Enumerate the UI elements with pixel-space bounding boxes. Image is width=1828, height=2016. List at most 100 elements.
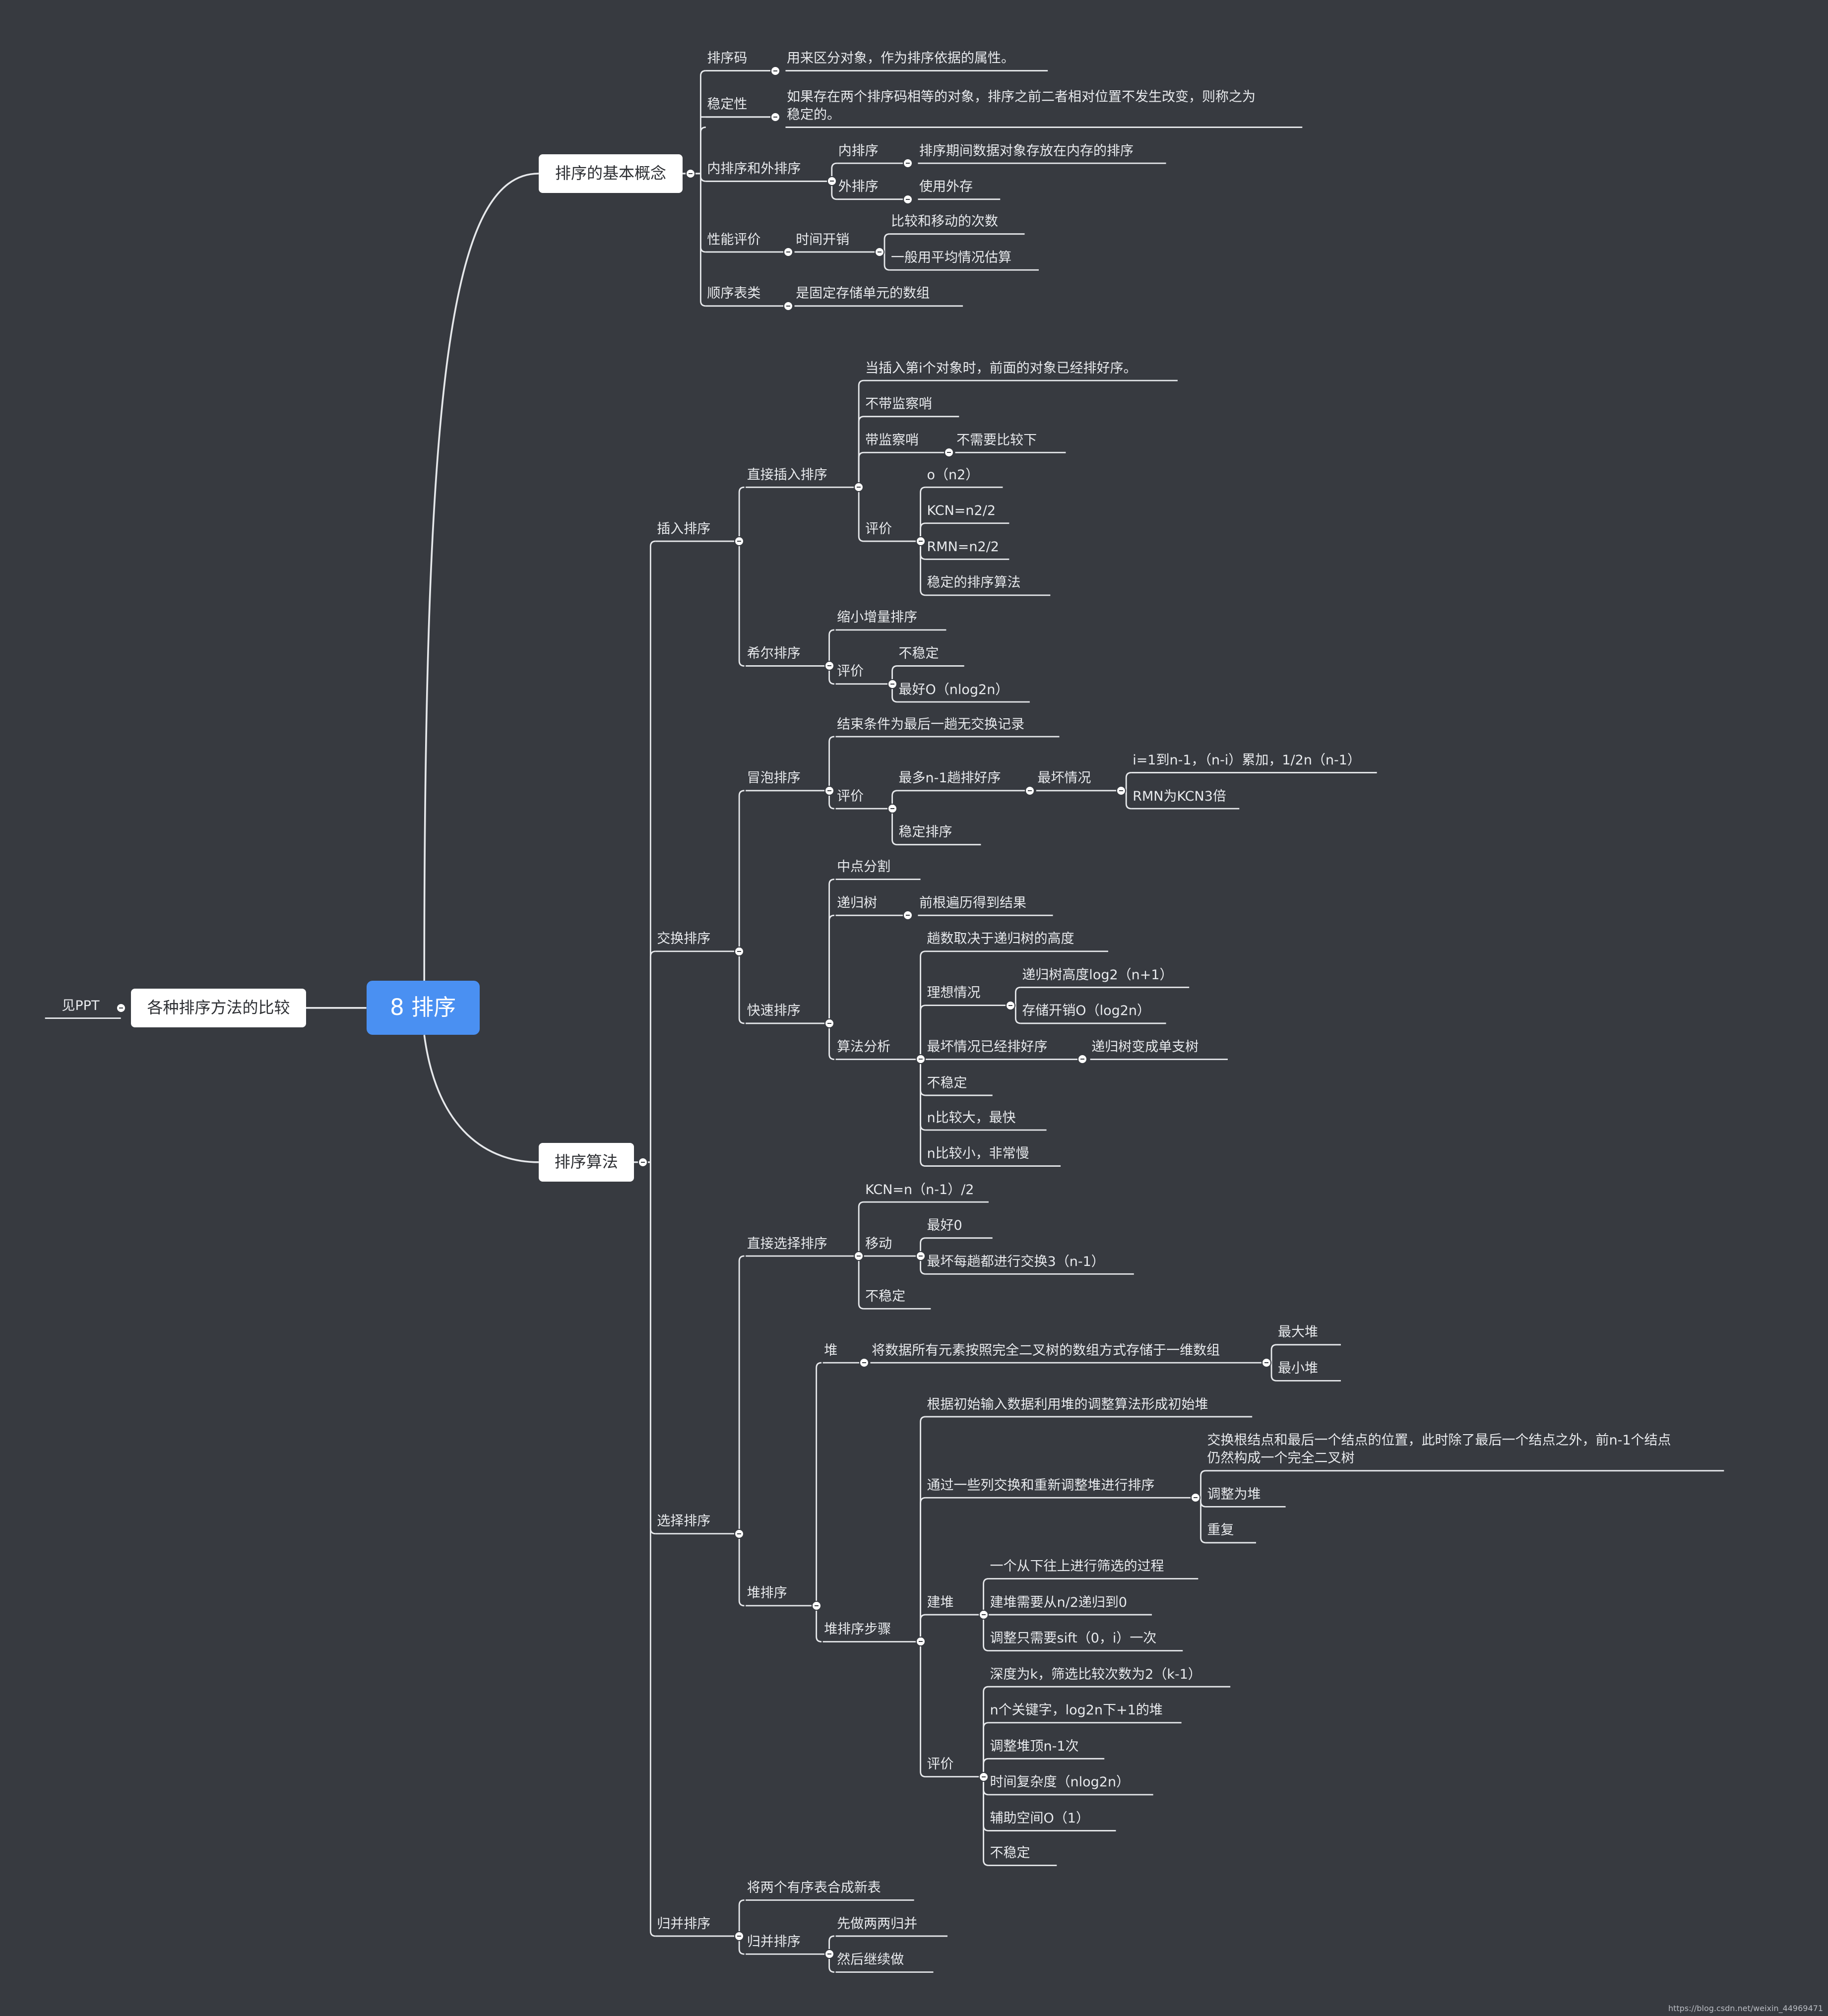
- node-quick-sort[interactable]: 快速排序: [747, 1003, 801, 1019]
- node-quick-tree[interactable]: 递归树: [837, 895, 878, 911]
- collapse-toggle-icon[interactable]: [770, 65, 780, 76]
- node-select-kcn[interactable]: KCN=n（n-1）/2: [865, 1182, 974, 1197]
- node-min-heap[interactable]: 最小堆: [1278, 1360, 1319, 1376]
- node-external-sort-desc[interactable]: 使用外存: [919, 179, 973, 195]
- node-bubble-rmn[interactable]: RMN为KCN3倍: [1133, 788, 1226, 804]
- collapse-toggle-icon[interactable]: [887, 804, 897, 814]
- collapse-toggle-icon[interactable]: [902, 910, 913, 921]
- node-heap-unstable[interactable]: 不稳定: [990, 1845, 1030, 1861]
- collapse-toggle-icon[interactable]: [902, 194, 913, 204]
- collapse-toggle-icon[interactable]: [887, 679, 897, 689]
- node-direct-insertion-note[interactable]: 当插入第i个对象时，前面的对象已经排好序。: [865, 360, 1137, 376]
- node-average-estimate[interactable]: 一般用平均情况估算: [890, 250, 1011, 265]
- collapse-toggle-icon[interactable]: [915, 536, 926, 547]
- node-merge-sub[interactable]: 归并排序: [747, 1934, 801, 1950]
- node-quick-mid[interactable]: 中点分割: [837, 859, 891, 875]
- collapse-toggle-icon[interactable]: [734, 946, 745, 956]
- node-quick-storage[interactable]: 存储开销O（log2n）: [1022, 1003, 1151, 1019]
- node-quick-tree-desc[interactable]: 前根遍历得到结果: [919, 895, 1026, 911]
- collapse-toggle-icon[interactable]: [854, 1251, 864, 1261]
- node-external-sort[interactable]: 外排序: [838, 179, 879, 195]
- collapse-toggle-icon[interactable]: [854, 482, 864, 493]
- collapse-toggle-icon[interactable]: [826, 176, 837, 187]
- node-in-out-sort[interactable]: 内排序和外排序: [707, 161, 801, 177]
- collapse-toggle-icon[interactable]: [685, 168, 695, 179]
- node-sort-key-desc[interactable]: 用来区分对象，作为排序依据的属性。: [787, 51, 1015, 66]
- node-quick-passes[interactable]: 趟数取决于递归树的高度: [927, 931, 1074, 947]
- node-quick-worst[interactable]: 最坏情况已经排好序: [927, 1039, 1048, 1055]
- node-heap-steps[interactable]: 堆排序步骤: [824, 1622, 891, 1638]
- node-insertion-sort[interactable]: 插入排序: [657, 521, 711, 537]
- node-eval-stable[interactable]: 稳定的排序算法: [927, 575, 1021, 591]
- branch-compare-methods[interactable]: 各种排序方法的比较: [131, 988, 306, 1027]
- node-heap-depth[interactable]: 深度为k，筛选比较次数为2（k-1）: [990, 1666, 1201, 1682]
- collapse-toggle-icon[interactable]: [944, 447, 954, 458]
- node-select-move[interactable]: 移动: [865, 1236, 892, 1252]
- node-bubble-stable[interactable]: 稳定排序: [898, 824, 952, 840]
- collapse-toggle-icon[interactable]: [978, 1610, 989, 1620]
- node-max-heap[interactable]: 最大堆: [1278, 1324, 1319, 1340]
- node-seq-list-desc[interactable]: 是固定存储单元的数组: [796, 286, 930, 302]
- collapse-toggle-icon[interactable]: [811, 1600, 821, 1611]
- node-time-cost[interactable]: 时间开销: [796, 232, 850, 248]
- node-bubble-most[interactable]: 最多n-1趟排好序: [898, 770, 1001, 786]
- node-direct-selection[interactable]: 直接选择排序: [747, 1236, 827, 1252]
- node-quick-small-n[interactable]: n比较小，非常慢: [927, 1146, 1029, 1162]
- collapse-toggle-icon[interactable]: [915, 1251, 926, 1261]
- node-no-compare[interactable]: 不需要比较下: [956, 432, 1037, 448]
- collapse-toggle-icon[interactable]: [1005, 1000, 1015, 1010]
- collapse-toggle-icon[interactable]: [1077, 1054, 1088, 1065]
- node-direct-insertion[interactable]: 直接插入排序: [747, 467, 827, 483]
- node-heap-adjust[interactable]: 调整为堆: [1207, 1486, 1261, 1502]
- root-node[interactable]: 8 排序: [366, 981, 480, 1035]
- node-shell-eval[interactable]: 评价: [837, 664, 864, 680]
- node-build-n2[interactable]: 建堆需要从n/2递归到0: [990, 1594, 1128, 1610]
- node-heap-time[interactable]: 时间复杂度（nlog2n）: [990, 1774, 1130, 1790]
- node-quick-tree-height[interactable]: 递归树高度log2（n+1）: [1022, 967, 1173, 983]
- node-heap-swap[interactable]: 通过一些列交换和重新调整堆进行排序: [927, 1477, 1155, 1493]
- collapse-toggle-icon[interactable]: [637, 1157, 648, 1167]
- collapse-toggle-icon[interactable]: [824, 785, 834, 796]
- node-heap-space[interactable]: 辅助空间O（1）: [990, 1811, 1089, 1827]
- node-selection-sort[interactable]: 选择排序: [657, 1513, 711, 1529]
- node-shell-sort[interactable]: 希尔排序: [747, 646, 801, 662]
- node-merge-note[interactable]: 将两个有序表合成新表: [747, 1880, 881, 1895]
- node-bubble-end[interactable]: 结束条件为最后一趟无交换记录: [837, 716, 1025, 732]
- node-seq-list[interactable]: 顺序表类: [707, 286, 761, 302]
- branch-sort-algorithms[interactable]: 排序算法: [538, 1142, 634, 1182]
- node-shell-best[interactable]: 最好O（nlog2n）: [898, 682, 1009, 697]
- node-build-heap[interactable]: 建堆: [927, 1594, 954, 1610]
- collapse-toggle-icon[interactable]: [1116, 785, 1126, 796]
- node-merge-sort[interactable]: 归并排序: [657, 1916, 711, 1932]
- node-sort-key[interactable]: 排序码: [707, 51, 748, 66]
- node-eval-kcn[interactable]: KCN=n2/2: [927, 503, 996, 519]
- collapse-toggle-icon[interactable]: [915, 1637, 926, 1647]
- collapse-toggle-icon[interactable]: [1191, 1493, 1201, 1503]
- collapse-toggle-icon[interactable]: [1024, 785, 1035, 796]
- node-heap-keys[interactable]: n个关键字，log2n下+1的堆: [990, 1702, 1163, 1718]
- node-heap-top[interactable]: 调整堆顶n-1次: [990, 1738, 1079, 1754]
- node-stability-desc[interactable]: 如果存在两个排序码相等的对象，排序之前二者相对位置不发生改变，则称之为 稳定的。: [787, 89, 1256, 123]
- node-quick-analysis[interactable]: 算法分析: [837, 1039, 891, 1055]
- node-bubble-worst[interactable]: 最坏情况: [1037, 770, 1091, 786]
- collapse-toggle-icon[interactable]: [783, 247, 793, 257]
- node-select-best[interactable]: 最好0: [927, 1218, 962, 1234]
- node-heap-swap-root[interactable]: 交换根结点和最后一个结点的位置，此时除了最后一个结点之外，前n-1个结点 仍然构…: [1207, 1432, 1671, 1466]
- node-bubble-sort[interactable]: 冒泡排序: [747, 770, 801, 786]
- collapse-toggle-icon[interactable]: [734, 1528, 745, 1539]
- collapse-toggle-icon[interactable]: [824, 661, 834, 671]
- collapse-toggle-icon[interactable]: [783, 301, 793, 311]
- collapse-toggle-icon[interactable]: [902, 158, 913, 169]
- node-see-ppt[interactable]: 见PPT: [62, 998, 100, 1014]
- node-shell-unstable[interactable]: 不稳定: [898, 646, 939, 662]
- node-heap[interactable]: 堆: [824, 1342, 838, 1358]
- collapse-toggle-icon[interactable]: [824, 1949, 834, 1959]
- collapse-toggle-icon[interactable]: [1261, 1358, 1271, 1368]
- node-bubble-worst-sum[interactable]: i=1到n-1，（n-i）累加，1/2n（n-1）: [1133, 753, 1361, 768]
- node-heap-repeat[interactable]: 重复: [1207, 1522, 1234, 1538]
- collapse-toggle-icon[interactable]: [978, 1771, 989, 1782]
- node-heap-desc[interactable]: 将数据所有元素按照完全二叉树的数组方式存储于一维数组: [872, 1342, 1220, 1358]
- node-build-bottom-up[interactable]: 一个从下往上进行筛选的过程: [990, 1559, 1164, 1575]
- node-internal-sort[interactable]: 内排序: [838, 143, 879, 159]
- collapse-toggle-icon[interactable]: [824, 1018, 834, 1028]
